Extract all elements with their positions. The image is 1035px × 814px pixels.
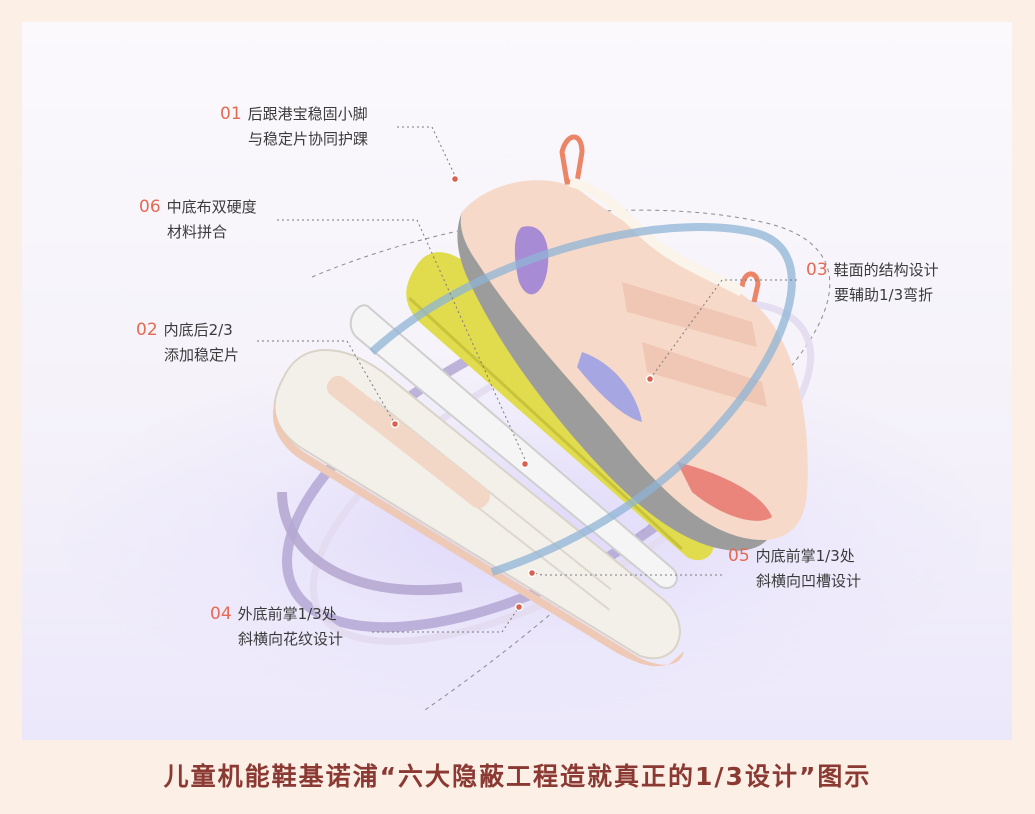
- callout-line2: 材料拼合: [167, 223, 228, 241]
- leader-lines: [257, 126, 797, 633]
- callout-line1: 内底前掌1/3处: [755, 547, 855, 565]
- callout-03: 03 鞋面的结构设计 要辅助1/3弯折: [806, 258, 939, 308]
- callout-line1: 外底前掌1/3处: [237, 605, 337, 623]
- blue-ring-arc: [369, 223, 796, 576]
- callout-line2: 与稳定片协同护踝: [248, 130, 369, 148]
- callout-01: 01 后跟港宝稳固小脚 与稳定片协同护踝: [220, 102, 368, 152]
- callout-06: 06 中底布双硬度 材料拼合: [139, 195, 257, 245]
- callout-line1: 中底布双硬度: [166, 198, 257, 216]
- stabilizer-plate: [326, 375, 490, 509]
- callout-line2: 斜横向花纹设计: [238, 630, 344, 648]
- callout-line1: 后跟港宝稳固小脚: [247, 105, 368, 123]
- purple-ring-arc: [277, 491, 463, 596]
- callout-line2: 添加稳定片: [164, 346, 240, 364]
- callout-number: 03: [806, 260, 828, 280]
- callout-04: 04 外底前掌1/3处 斜横向花纹设计: [210, 602, 343, 652]
- callout-number: 02: [136, 320, 158, 340]
- callout-number: 01: [220, 104, 242, 124]
- anchor-dots: [390, 174, 655, 612]
- callout-05: 05 内底前掌1/3处 斜横向凹槽设计: [728, 544, 861, 594]
- callout-line2: 要辅助1/3弯折: [834, 286, 934, 304]
- figure-caption: 儿童机能鞋基诺浦“六大隐蔽工程造就真正的1/3设计”图示: [163, 762, 872, 791]
- shoe-exploded-illustration: [257, 126, 831, 713]
- callout-02: 02 内底后2/3 添加稳定片: [136, 318, 239, 368]
- callout-number: 06: [139, 197, 161, 217]
- callout-number: 04: [210, 604, 232, 624]
- diagram-panel: 01 后跟港宝稳固小脚 与稳定片协同护踝 06 中底布双硬度 材料拼合 02 内底后2…: [22, 22, 1012, 740]
- callout-number: 05: [728, 546, 750, 566]
- callout-line2: 斜横向凹槽设计: [756, 572, 862, 590]
- callout-line1: 鞋面的结构设计: [833, 261, 939, 279]
- callout-line1: 内底后2/3: [163, 321, 233, 339]
